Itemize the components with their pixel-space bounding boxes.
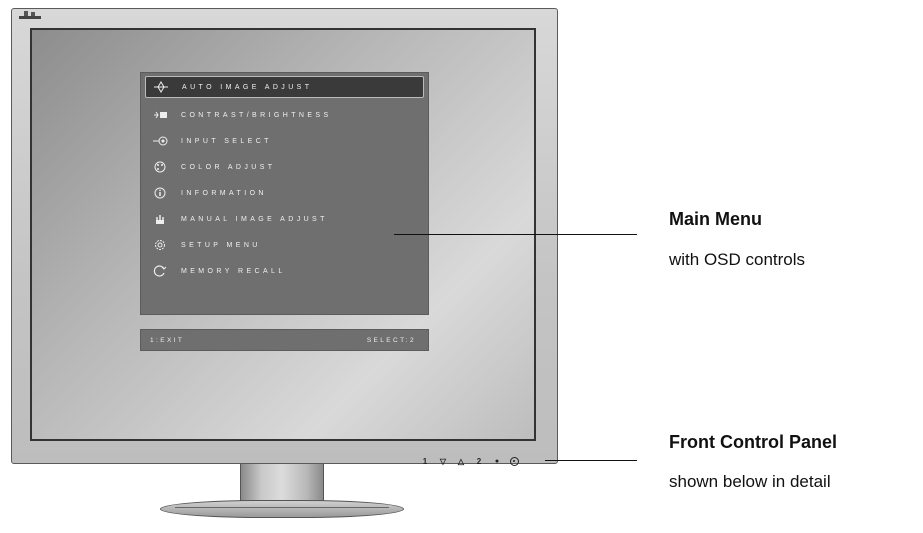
menu-item-label: COLOR ADJUST [181, 163, 276, 171]
button-down[interactable]: ▽ [439, 456, 447, 466]
menu-item-auto-image-adjust[interactable]: AUTO IMAGE ADJUST [145, 76, 424, 98]
menu-item-label: CONTRAST/BRIGHTNESS [181, 111, 332, 119]
menu-item-manual-image-adjust[interactable]: MANUAL IMAGE ADJUST [145, 208, 424, 230]
stand-base [160, 500, 404, 518]
menu-item-label: INPUT SELECT [181, 137, 272, 145]
control-panel-leader-line [545, 460, 637, 461]
menu-item-label: MEMORY RECALL [181, 267, 286, 275]
menu-item-label: SETUP MENU [181, 241, 261, 249]
osd-main-menu: AUTO IMAGE ADJUST CONTRAST/BRIGHTNESS IN… [140, 72, 429, 315]
menu-item-information[interactable]: INFORMATION [145, 182, 424, 204]
osd-exit-hint: 1:EXIT [150, 337, 185, 344]
osd-footer: 1:EXIT SELECT:2 [140, 329, 429, 351]
control-panel-callout-subtitle: shown below in detail [669, 472, 831, 491]
manual-adjust-icon [151, 212, 169, 226]
button-up[interactable]: △ [457, 456, 465, 466]
menu-item-memory-recall[interactable]: MEMORY RECALL [145, 260, 424, 282]
power-button-icon[interactable] [510, 456, 519, 466]
menu-item-contrast-brightness[interactable]: CONTRAST/BRIGHTNESS [145, 104, 424, 126]
information-icon [151, 186, 169, 200]
front-control-panel: 1 ▽ △ 2 ● [416, 455, 519, 467]
stand-base-line [175, 507, 389, 508]
menu-item-input-select[interactable]: INPUT SELECT [145, 130, 424, 152]
main-menu-leader-line [394, 234, 637, 235]
brand-logo [19, 11, 41, 20]
control-panel-callout-title: Front Control Panel [669, 432, 837, 452]
main-menu-callout-subtitle: with OSD controls [669, 250, 806, 269]
setup-menu-icon [151, 238, 169, 252]
main-menu-callout-title: Main Menu [669, 209, 762, 229]
button-dot[interactable]: ● [494, 457, 500, 465]
input-select-icon [151, 134, 169, 148]
contrast-brightness-icon [151, 108, 169, 122]
menu-item-label: INFORMATION [181, 189, 267, 197]
color-adjust-icon [151, 160, 169, 174]
osd-select-hint: SELECT:2 [366, 337, 416, 344]
menu-item-label: MANUAL IMAGE ADJUST [181, 215, 328, 223]
menu-item-color-adjust[interactable]: COLOR ADJUST [145, 156, 424, 178]
menu-item-setup-menu[interactable]: SETUP MENU [145, 234, 424, 256]
menu-item-label: AUTO IMAGE ADJUST [182, 83, 313, 91]
button-1[interactable]: 1 [422, 456, 428, 466]
button-2[interactable]: 2 [476, 456, 482, 466]
auto-adjust-icon [152, 80, 170, 94]
memory-recall-icon [151, 264, 169, 278]
stand-neck [240, 464, 324, 504]
